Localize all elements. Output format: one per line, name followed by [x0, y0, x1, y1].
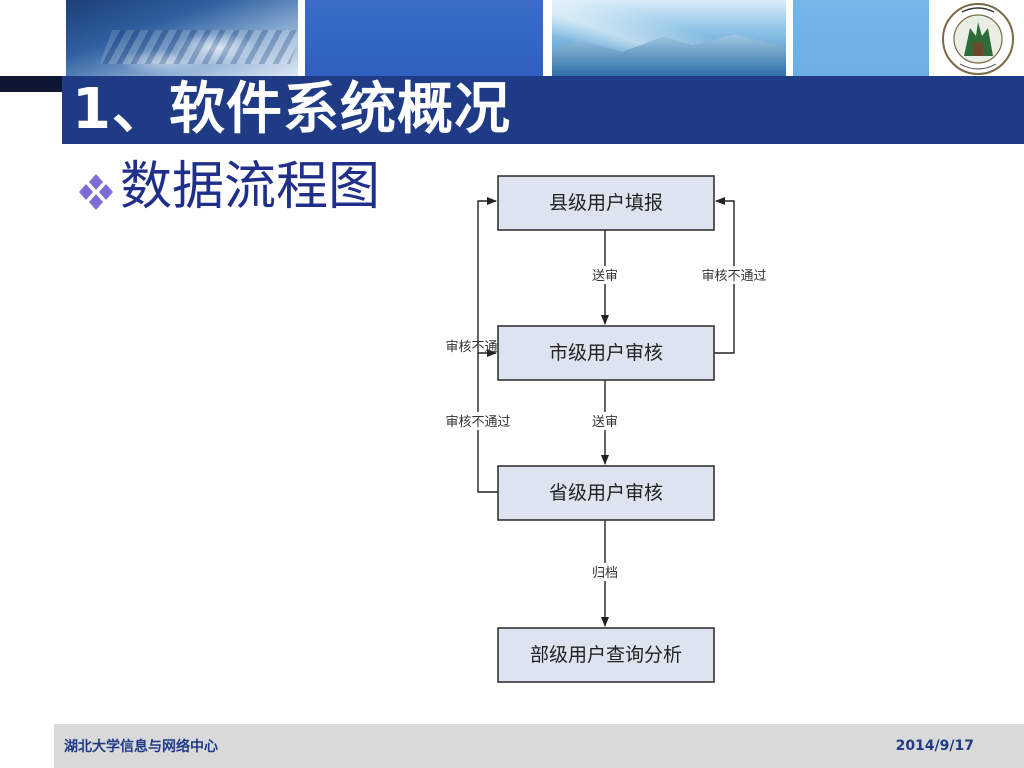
header-image-typing-hands: [66, 0, 298, 76]
edge-label-submit-1: 送审: [592, 269, 618, 284]
header-image-blue-panel: [305, 0, 543, 76]
header-image-skyscraper: [552, 0, 786, 76]
edge-label-reject-left-upper: 审核不通过: [445, 340, 510, 355]
footer-bar: 湖北大学信息与网络中心 2014/9/17: [54, 724, 1024, 768]
node-label-county: 县级用户填报: [549, 192, 663, 214]
node-province: 省级用户审核: [497, 465, 715, 521]
title-band-gap: [0, 92, 62, 144]
header-left-blank: [0, 0, 62, 76]
edge-label-archive: 归档: [592, 566, 618, 581]
node-county: 县级用户填报: [497, 175, 715, 231]
title-band-accent: [0, 76, 62, 92]
node-ministry: 部级用户查询分析: [497, 627, 715, 683]
data-flow-diagram: 送审 审核不通过 送审 审核不通过 审核不通过 归档 县级用户填报 市级用户审核…: [440, 175, 774, 683]
title-band: [0, 76, 1024, 144]
node-label-ministry: 部级用户查询分析: [530, 644, 682, 666]
university-seal-logo: [942, 3, 1014, 75]
node-label-city: 市级用户审核: [549, 342, 663, 364]
node-city: 市级用户审核: [497, 325, 715, 381]
header-image-light-blue-panel: [793, 0, 929, 76]
section-heading: 数据流程图: [120, 157, 381, 217]
node-label-province: 省级用户审核: [549, 482, 663, 504]
edge-label-reject-left-lower: 审核不通过: [445, 415, 510, 430]
four-diamond-bullet-icon: [79, 174, 113, 210]
edge-label-submit-2: 送审: [592, 415, 618, 430]
footer-organization: 湖北大学信息与网络中心: [64, 739, 218, 755]
page-title: 1、软件系统概况: [72, 77, 511, 142]
logo-container: [933, 0, 1024, 76]
edge-label-reject-right: 审核不通过: [701, 269, 766, 284]
footer-date: 2014/9/17: [895, 738, 974, 754]
edge-left-reject-loop: [477, 197, 498, 493]
